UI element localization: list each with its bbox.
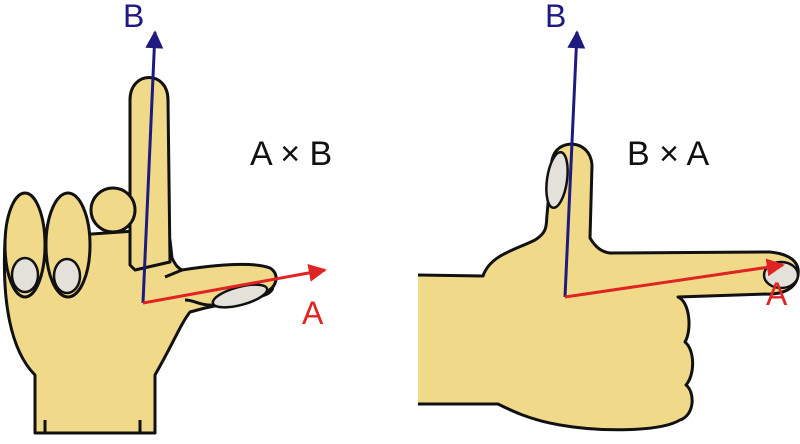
- right-hand: [417, 30, 800, 432]
- left-middle-finger: [89, 186, 137, 234]
- right-vector-b-arrow: [563, 30, 586, 298]
- left-vector-a-arrow: [142, 264, 327, 305]
- right-hand-shape: [417, 142, 800, 432]
- left-hand: [2, 30, 327, 435]
- right-thumb-nail: [545, 150, 569, 210]
- right-vector-a-label: A: [766, 276, 788, 312]
- left-vector-b-arrow: [141, 30, 164, 304]
- right-product-label: B × A: [627, 135, 710, 173]
- left-vector-b-label: B: [123, 0, 144, 34]
- right-vector-b-label: B: [545, 0, 566, 34]
- left-pinky-nail: [10, 256, 40, 294]
- left-vector-a-label: A: [302, 295, 324, 331]
- right-vector-a-arrow: [564, 258, 785, 299]
- left-ring-nail: [52, 257, 82, 295]
- left-product-label: A × B: [250, 135, 332, 173]
